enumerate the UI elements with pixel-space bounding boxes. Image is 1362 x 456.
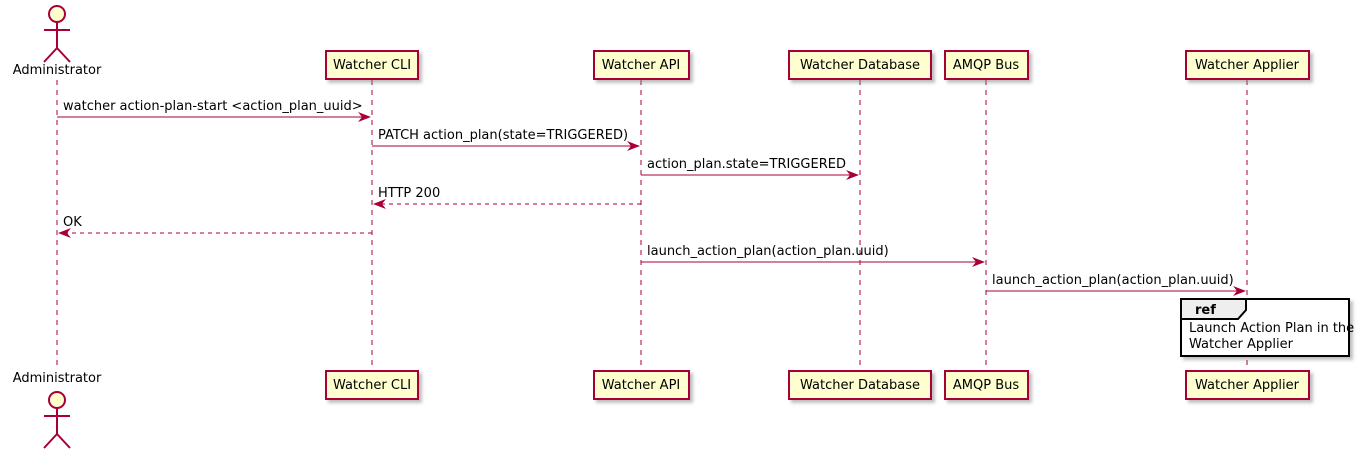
message-label: OK — [63, 215, 82, 230]
arrowhead-icon — [58, 228, 71, 238]
actor-limb — [43, 47, 58, 63]
participant-box-watcher-applier: Watcher Applier — [1184, 50, 1310, 80]
participant-box-amqp-bus: AMQP Bus — [943, 50, 1029, 80]
participant-box-watcher-api: Watcher API — [592, 50, 690, 80]
arrowhead-icon — [972, 257, 985, 267]
actor-limb — [43, 433, 58, 449]
participant-box-amqp-bus: AMQP Bus — [943, 370, 1029, 400]
arrowhead-icon — [846, 170, 859, 180]
actor-limb — [56, 433, 71, 449]
participant-box-watcher-database: Watcher Database — [788, 50, 932, 80]
ref-tab-shape — [1180, 298, 1247, 320]
arrowhead-icon — [358, 112, 371, 122]
message-label: PATCH action_plan(state=TRIGGERED) — [378, 128, 629, 143]
participant-box-watcher-applier: Watcher Applier — [1184, 370, 1310, 400]
participant-box-watcher-database: Watcher Database — [788, 370, 932, 400]
participant-box-watcher-cli: Watcher CLI — [325, 50, 419, 80]
message-label: launch_action_plan(action_plan.uuid) — [647, 244, 889, 259]
actor-label-administrator: Administrator — [12, 63, 102, 78]
actor-limb — [56, 47, 71, 63]
message-label: HTTP 200 — [378, 186, 441, 201]
ref-tab: ref — [1180, 298, 1247, 320]
participant-box-watcher-cli: Watcher CLI — [325, 370, 419, 400]
participant-box-watcher-api: Watcher API — [592, 370, 690, 400]
actor-label-administrator: Administrator — [12, 371, 102, 386]
arrowhead-icon — [373, 199, 386, 209]
actor-head — [48, 391, 66, 409]
message-label: action_plan.state=TRIGGERED — [647, 157, 846, 172]
message-label: launch_action_plan(action_plan.uuid) — [992, 273, 1234, 288]
ref-text-line-1: Launch Action Plan in the — [1189, 321, 1355, 336]
actor-head — [48, 5, 66, 23]
actor-figure-icon — [43, 391, 71, 449]
actor-figure-icon — [43, 5, 71, 63]
arrowhead-icon — [627, 141, 640, 151]
ref-fragment: ref Launch Action Plan in the Watcher Ap… — [1180, 298, 1355, 357]
message-label: watcher action-plan-start <action_plan_u… — [63, 99, 363, 114]
ref-keyword: ref — [1195, 303, 1216, 318]
ref-text-line-2: Watcher Applier — [1189, 337, 1293, 352]
arrowhead-icon — [1233, 286, 1246, 296]
